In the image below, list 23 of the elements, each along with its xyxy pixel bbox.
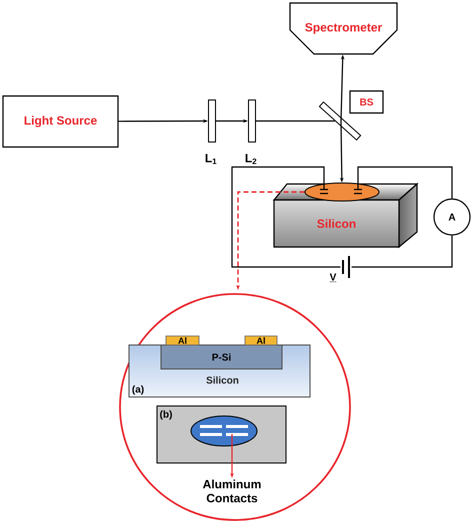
lens [248,100,256,142]
p-si-layer: P-Si [160,344,282,370]
panel-label: (b) [160,410,172,420]
aluminum-pad: Al [244,336,278,346]
caption-text: Aluminum Contacts [202,480,261,502]
layer-label: Silicon [206,376,238,384]
lens [208,100,216,142]
wire [357,166,453,198]
wire [352,236,453,268]
lens-label: L$_{2}$ [246,154,256,164]
magnified-view-circle [119,293,351,521]
label-box: BS [349,90,384,114]
voltage-label: V [329,274,337,282]
light-beam [256,120,335,122]
contact-area [304,182,380,202]
battery-symbol [342,256,350,278]
panel-label: (a) [132,385,144,395]
wire [231,166,340,268]
ammeter: A [433,198,471,236]
spectrometer-box: Spectrometer [289,2,398,55]
lens-label: L$_{1}$ [206,154,216,164]
aluminum-pad: Al [166,336,200,346]
source-box: Light Source [2,95,119,148]
